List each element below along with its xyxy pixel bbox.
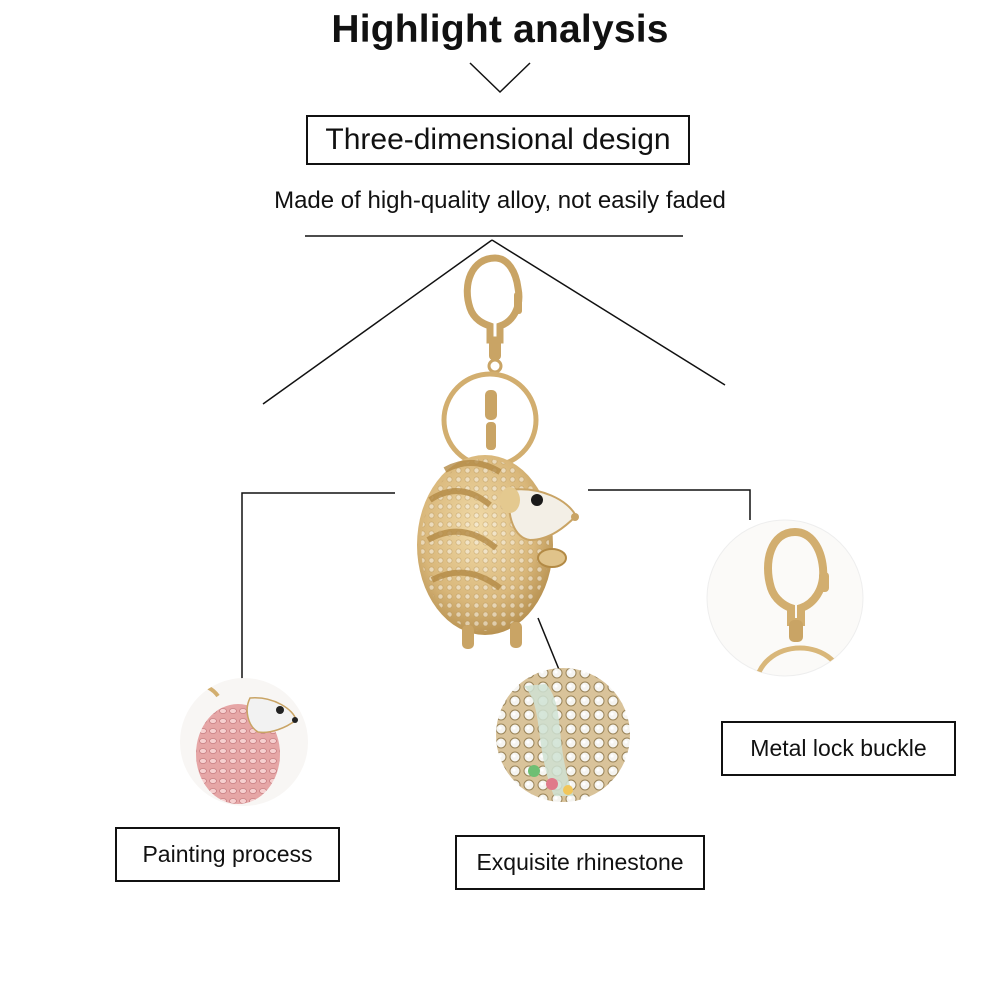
roof-line-left [262, 239, 493, 405]
connector-left [241, 492, 395, 680]
roof-line-right [491, 239, 726, 386]
connector-right [588, 489, 751, 520]
title-chevron [469, 62, 531, 94]
feature-label-metal-lock-buckle: Metal lock buckle [721, 721, 956, 776]
feature-label-text: Exquisite rhinestone [476, 849, 684, 875]
feature-label-exquisite-rhinestone: Exquisite rhinestone [455, 835, 705, 890]
feature-label-text: Painting process [142, 841, 313, 867]
metal-lock-buckle-image [706, 519, 864, 677]
description-text: Made of high-quality alloy, not easily f… [274, 187, 726, 214]
hedgehog-keychain-image [417, 254, 579, 649]
feature-label-text: Metal lock buckle [750, 735, 927, 761]
painting-process-image [180, 678, 308, 806]
connector-middle [537, 617, 561, 673]
feature-label-painting-process: Painting process [115, 827, 340, 882]
page-title: Highlight analysis [331, 8, 669, 51]
subtitle-box: Three-dimensional design [306, 115, 690, 165]
subtitle-text: Three-dimensional design [325, 123, 671, 156]
rhinestone-image [496, 668, 630, 802]
